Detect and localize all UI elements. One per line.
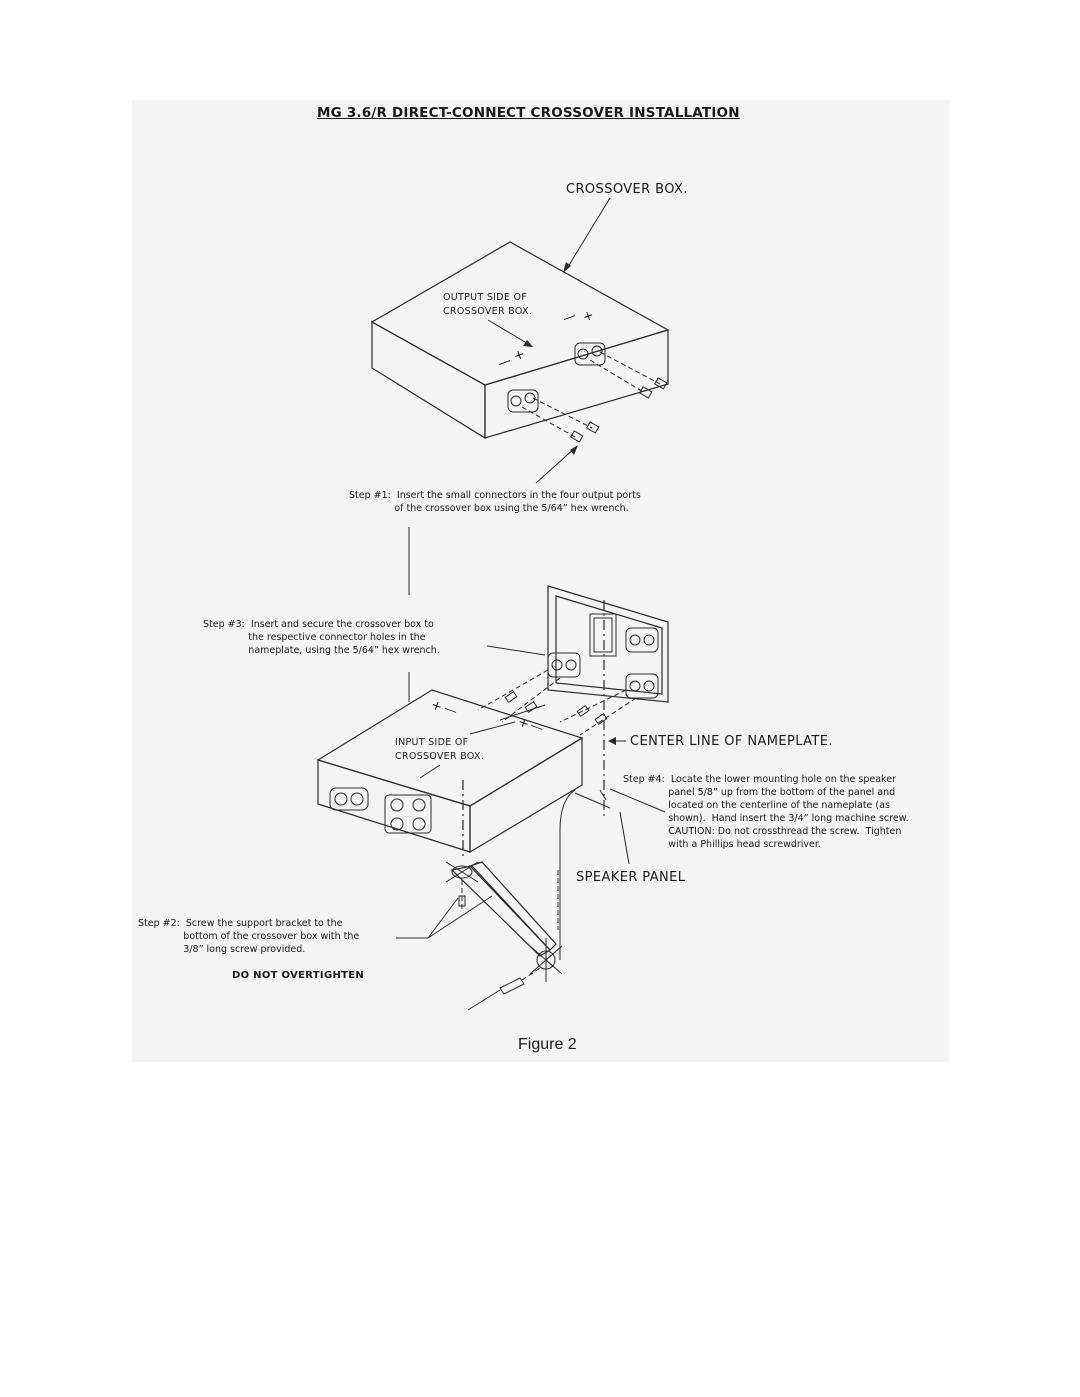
diagram-background — [132, 100, 950, 1062]
overtighten-warning: DO NOT OVERTIGHTEN — [232, 970, 365, 981]
input-terminal — [329, 787, 432, 834]
bracket-screw — [458, 880, 466, 910]
center-line-label: CENTER LINE OF NAMEPLATE. — [630, 734, 833, 749]
speaker-panel-label: SPEAKER PANEL — [576, 870, 686, 885]
nameplate — [486, 585, 669, 820]
step-4-text: Step #4: Locate the lower mounting hole … — [623, 774, 909, 850]
output-side-label-line2: CROSSOVER BOX. — [443, 306, 533, 317]
output-side-label-line1: OUTPUT SIDE OF — [443, 292, 528, 303]
crossover-box-label: CROSSOVER BOX. — [566, 182, 688, 197]
nameplate-terminal — [547, 627, 659, 699]
support-bracket — [445, 861, 563, 982]
input-side-label-line2: CROSSOVER BOX. — [395, 751, 485, 762]
small-connector — [569, 377, 668, 443]
step-2-text: Step #2: Screw the support bracket to th… — [138, 918, 360, 955]
input-crossover-box — [316, 689, 584, 860]
output-crossover-box — [370, 197, 670, 484]
page-title: MG 3.6/R DIRECT-CONNECT CROSSOVER INSTAL… — [317, 105, 740, 121]
output-terminal-right — [574, 342, 606, 366]
output-terminal-left — [507, 389, 539, 413]
machine-screw — [467, 967, 541, 1011]
step-1-text: Step #1: Insert the small connectors in … — [349, 490, 641, 514]
connector-pins — [477, 669, 637, 736]
step-3-text: Step #3: Insert and secure the crossover… — [203, 619, 440, 656]
input-side-label-line1: INPUT SIDE OF — [395, 737, 469, 748]
figure-caption: Figure 2 — [518, 1036, 577, 1053]
